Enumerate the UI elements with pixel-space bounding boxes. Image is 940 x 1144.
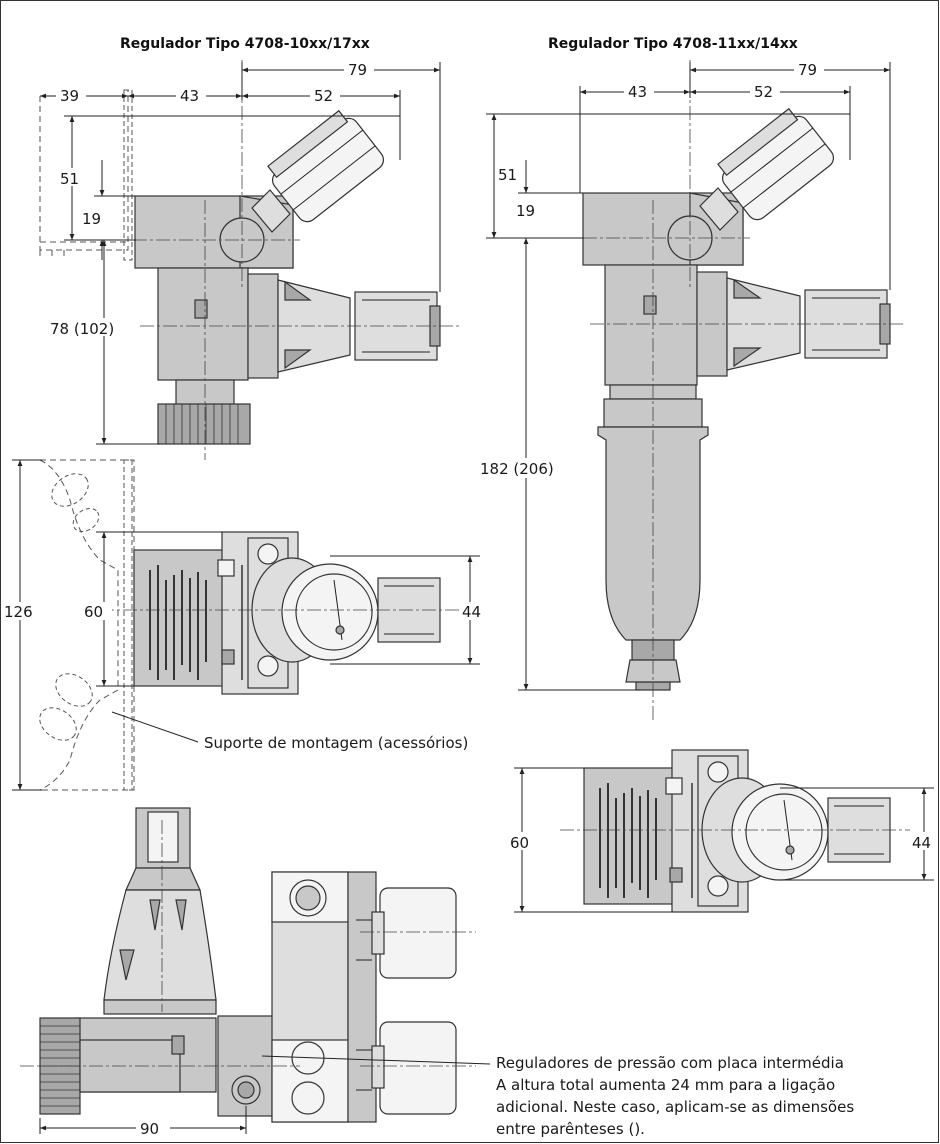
dims-left: 39 43 52 79 51 19 78 (102): [40, 60, 441, 445]
dim-60-left: 60: [84, 603, 103, 621]
dim-79-left: 79: [348, 61, 367, 79]
dim-43-left: 43: [180, 87, 199, 105]
note-line-2: A altura total aumenta 24 mm para a liga…: [496, 1076, 835, 1094]
dim-39: 39: [60, 87, 79, 105]
dim-78-102: 78 (102): [50, 320, 114, 338]
note-line-3: adicional. Neste caso, aplicam-se as dim…: [496, 1098, 854, 1116]
title-left: Regulador Tipo 4708-10xx/17xx: [120, 36, 370, 52]
dim-19-right: 19: [516, 202, 535, 220]
regulator-left-front-view: [39, 459, 460, 791]
dim-19-left: 19: [82, 210, 101, 228]
note-line-1: Reguladores de pressão com placa intermé…: [496, 1054, 844, 1072]
dim-44-right: 44: [912, 834, 931, 852]
dim-79-right: 79: [798, 61, 817, 79]
regulator-right-side-view: [560, 60, 905, 720]
dim-90: 90: [140, 1120, 159, 1138]
dim-52-left: 52: [314, 87, 333, 105]
dim-43-right: 43: [628, 83, 647, 101]
regulator-bottom-view: [20, 807, 476, 1123]
dim-51-right: 51: [498, 166, 517, 184]
dim-182-206: 182 (206): [480, 460, 554, 478]
dims-right: 43 52 79 51 19 182 (206): [478, 60, 891, 691]
dim-51-left: 51: [60, 170, 79, 188]
dims-middle-right: 60 44: [508, 767, 938, 913]
dim-60-right: 60: [510, 834, 529, 852]
dim-126: 126: [4, 603, 33, 621]
dim-52-right: 52: [754, 83, 773, 101]
dims-bottom: 90 Reguladores de pressão com placa inte…: [39, 1054, 854, 1138]
dims-middle-left: 126 60 44 Suporte de montagem (acessório…: [4, 459, 490, 791]
note-line-4: entre parênteses ().: [496, 1120, 645, 1138]
label-mounting-bracket: Suporte de montagem (acessórios): [204, 734, 468, 752]
title-right: Regulador Tipo 4708-11xx/14xx: [548, 36, 798, 52]
regulator-left-side-view: [39, 60, 460, 460]
dim-44-left: 44: [462, 603, 481, 621]
regulator-right-front-view: [560, 749, 910, 913]
